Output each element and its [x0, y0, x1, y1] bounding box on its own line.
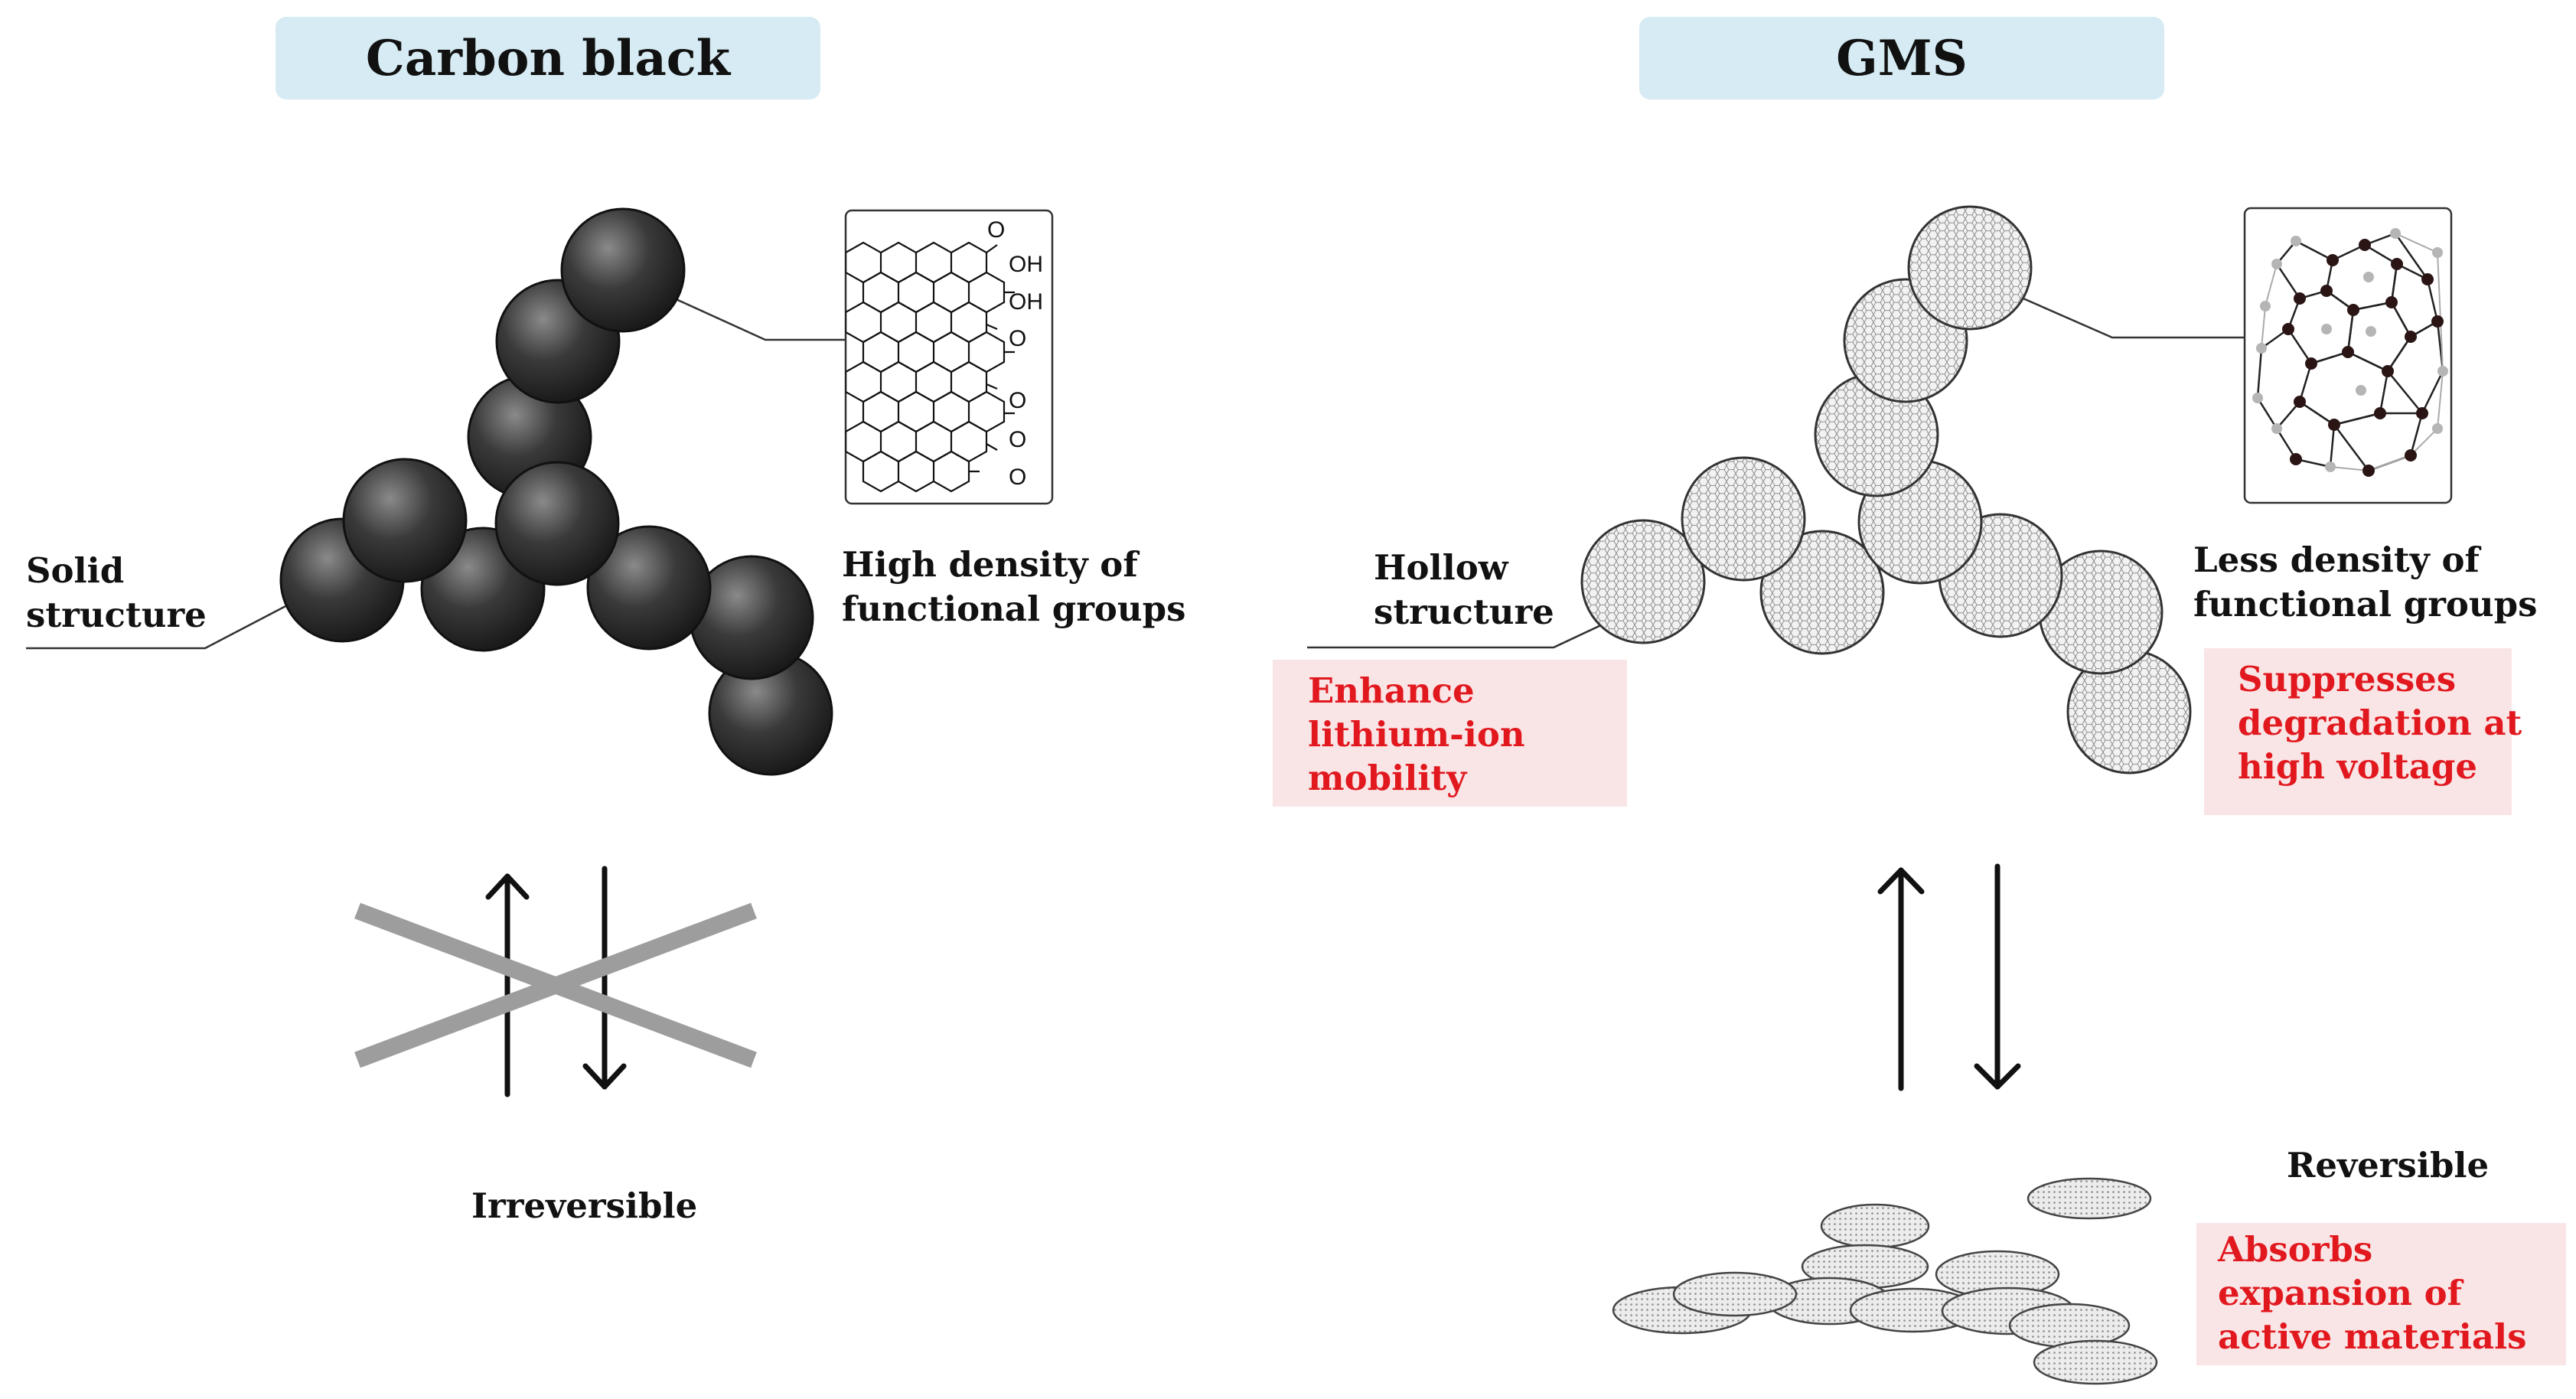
carbonyl-o-label: O — [1009, 388, 1026, 413]
gms-header: GMS — [1639, 17, 2164, 99]
voltage-note: Suppresses degradation at high voltage — [2204, 648, 2522, 815]
reversible-label: Reversible — [2287, 1145, 2490, 1185]
gms-density-leader-line — [2012, 292, 2245, 339]
carbonyl-o-label: O — [1009, 427, 1026, 452]
cb-density-leader-line — [664, 292, 846, 341]
carbon-black-header: Carbon black — [276, 17, 820, 99]
carbonyl-o-label: O — [987, 217, 1005, 243]
gms-particle-cluster — [1580, 205, 2192, 775]
hydroxyl-label: OH — [1009, 289, 1043, 315]
carbon-sphere — [586, 525, 712, 651]
compressed-gms-cluster — [1612, 1177, 2158, 1385]
carbonyl-o-label: O — [1009, 326, 1026, 351]
hollow-sphere — [1580, 519, 1706, 644]
carbon-sphere — [342, 458, 468, 583]
irreversible-label: Irreversible — [471, 1185, 698, 1226]
carbon-black-particle-cluster — [279, 207, 833, 776]
hollow-sphere — [1907, 205, 2033, 331]
fullerene-structure — [2243, 207, 2453, 504]
cross-out-mark — [354, 902, 757, 1068]
carbon-black-title: Carbon black — [365, 29, 731, 87]
gms-title: GMS — [1836, 29, 1968, 87]
solid-structure-label: Solid structure — [26, 550, 207, 635]
irreversible-arrows — [485, 866, 627, 1097]
reversible-arrows — [1877, 863, 2021, 1091]
hollow-sphere — [1681, 456, 1806, 582]
solid-leader-line — [26, 594, 307, 650]
hollow-sphere — [1759, 530, 1885, 655]
carbon-sphere — [560, 207, 686, 333]
high-density-label: High density of functional groups — [842, 544, 1186, 629]
carbonyl-o-label: O — [1009, 465, 1026, 490]
carbon-sphere — [494, 461, 620, 586]
mobility-note: Enhance lithium-ion mobility — [1273, 660, 1627, 807]
hydroxyl-label: OH — [1009, 252, 1043, 277]
hollow-structure-label: Hollow structure — [1374, 547, 1554, 632]
expansion-note: Absorbs expansion of active materials — [2196, 1223, 2566, 1365]
less-density-label: Less density of functional groups — [2193, 540, 2538, 624]
functional-groups-structure: O OH OH O O O O — [844, 209, 1054, 505]
